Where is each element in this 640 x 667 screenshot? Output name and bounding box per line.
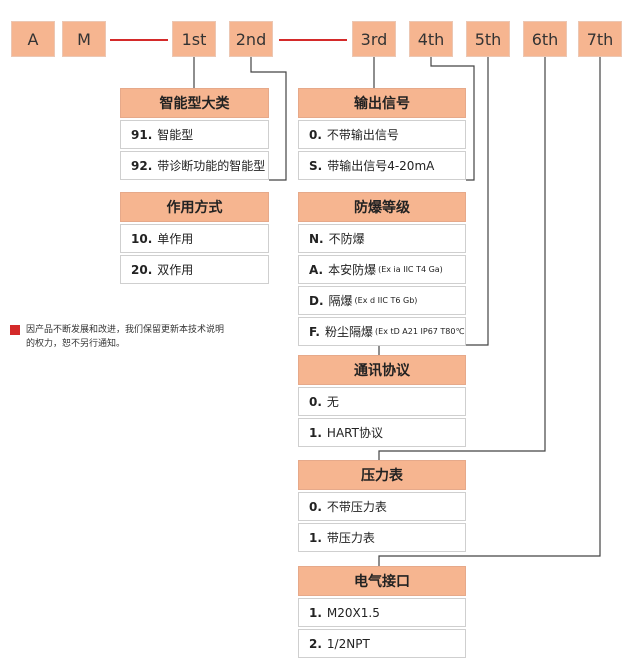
group-output-signal: 输出信号 0. 不带输出信号 S. 带输出信号4-20mA bbox=[298, 88, 466, 180]
option-row: 91. 智能型 bbox=[120, 120, 269, 149]
option-row: F. 粉尘隔爆(Ex tD A21 IP67 T80℃) bbox=[298, 317, 466, 346]
option-row: N. 不防爆 bbox=[298, 224, 466, 253]
code-box-4th: 4th bbox=[409, 21, 453, 57]
option-text: 不防爆 bbox=[328, 232, 365, 246]
option-code: 20. bbox=[131, 262, 153, 277]
option-code: F. bbox=[309, 324, 320, 339]
option-text: 不带输出信号 bbox=[326, 128, 399, 142]
option-text: 隔爆 bbox=[328, 294, 353, 308]
note-bullet-icon bbox=[10, 325, 20, 335]
connector-6th bbox=[378, 57, 546, 460]
option-row: 1. HART协议 bbox=[298, 418, 466, 447]
option-code: 0. bbox=[309, 394, 322, 409]
option-note: (Ex tD A21 IP67 T80℃) bbox=[375, 327, 466, 336]
option-row: 20. 双作用 bbox=[120, 255, 269, 284]
connector-2nd bbox=[250, 57, 287, 181]
option-text: HART协议 bbox=[326, 426, 383, 440]
option-code: 0. bbox=[309, 499, 322, 514]
group-explosion-level-title: 防爆等级 bbox=[298, 192, 466, 222]
option-text: 带压力表 bbox=[326, 531, 375, 545]
note-line-2: 的权力，恕不另行通知。 bbox=[26, 339, 126, 349]
group-comm-protocol: 通讯协议 0. 无 1. HART协议 bbox=[298, 355, 466, 447]
option-note: (Ex ia IIC T4 Ga) bbox=[378, 265, 443, 274]
option-row: A. 本安防爆(Ex ia IIC T4 Ga) bbox=[298, 255, 466, 284]
code-box-m: M bbox=[62, 21, 106, 57]
option-row: 0. 无 bbox=[298, 387, 466, 416]
option-text: 智能型 bbox=[157, 128, 194, 142]
option-code: A. bbox=[309, 262, 324, 277]
option-text: 带诊断功能的智能型 bbox=[157, 159, 266, 173]
option-code: 10. bbox=[131, 231, 153, 246]
option-note: (Ex d IIC T6 Gb) bbox=[354, 296, 418, 305]
code-box-1st: 1st bbox=[172, 21, 216, 57]
code-box-7th: 7th bbox=[578, 21, 622, 57]
code-box-a: A bbox=[11, 21, 55, 57]
option-text: M20X1.5 bbox=[326, 605, 380, 620]
option-text: 双作用 bbox=[157, 263, 194, 277]
note-line-1: 因产品不断发展和改进，我们保留更新本技术说明 bbox=[26, 325, 225, 335]
group-smart-type: 智能型大类 91. 智能型 92. 带诊断功能的智能型 bbox=[120, 88, 269, 180]
option-code: 91. bbox=[131, 127, 153, 142]
option-code: 2. bbox=[309, 636, 322, 651]
option-row: S. 带输出信号4-20mA bbox=[298, 151, 466, 180]
option-code: 1. bbox=[309, 605, 322, 620]
option-text: 不带压力表 bbox=[326, 500, 387, 514]
option-code: 1. bbox=[309, 530, 322, 545]
option-row: 1. M20X1.5 bbox=[298, 598, 466, 627]
option-code: 92. bbox=[131, 158, 153, 173]
option-row: 92. 带诊断功能的智能型 bbox=[120, 151, 269, 180]
option-row: 2. 1/2NPT bbox=[298, 629, 466, 658]
code-box-3rd: 3rd bbox=[352, 21, 396, 57]
group-electrical-interface-title: 电气接口 bbox=[298, 566, 466, 596]
code-box-6th: 6th bbox=[523, 21, 567, 57]
dash-separator-2 bbox=[279, 39, 347, 41]
code-box-2nd: 2nd bbox=[229, 21, 273, 57]
connector-7th bbox=[378, 57, 601, 566]
option-text: 单作用 bbox=[157, 232, 194, 246]
group-smart-type-title: 智能型大类 bbox=[120, 88, 269, 118]
group-explosion-level: 防爆等级 N.不防爆 A.本安防爆(Ex ia IIC T4 Ga) D.隔爆(… bbox=[298, 192, 466, 346]
connector-4th bbox=[430, 57, 475, 181]
option-text: 带输出信号4-20mA bbox=[327, 159, 435, 173]
group-comm-protocol-title: 通讯协议 bbox=[298, 355, 466, 385]
disclaimer-note: 因产品不断发展和改进，我们保留更新本技术说明 的权力，恕不另行通知。 bbox=[10, 323, 260, 351]
option-code: S. bbox=[309, 158, 323, 173]
group-electrical-interface: 电气接口 1. M20X1.5 2. 1/2NPT bbox=[298, 566, 466, 658]
option-row: 0. 不带压力表 bbox=[298, 492, 466, 521]
option-text: 1/2NPT bbox=[326, 636, 370, 651]
option-text: 粉尘隔爆 bbox=[325, 325, 374, 339]
group-pressure-gauge: 压力表 0. 不带压力表 1. 带压力表 bbox=[298, 460, 466, 552]
option-code: D. bbox=[309, 293, 324, 308]
group-action-mode: 作用方式 10. 单作用 20. 双作用 bbox=[120, 192, 269, 284]
option-text: 本安防爆 bbox=[328, 263, 377, 277]
option-code: 1. bbox=[309, 425, 322, 440]
option-code: N. bbox=[309, 231, 324, 246]
option-text: 无 bbox=[326, 395, 339, 409]
option-row: 0. 不带输出信号 bbox=[298, 120, 466, 149]
option-row: 1. 带压力表 bbox=[298, 523, 466, 552]
option-code: 0. bbox=[309, 127, 322, 142]
group-action-mode-title: 作用方式 bbox=[120, 192, 269, 222]
group-output-signal-title: 输出信号 bbox=[298, 88, 466, 118]
option-row: D. 隔爆(Ex d IIC T6 Gb) bbox=[298, 286, 466, 315]
code-box-5th: 5th bbox=[466, 21, 510, 57]
group-pressure-gauge-title: 压力表 bbox=[298, 460, 466, 490]
option-row: 10. 单作用 bbox=[120, 224, 269, 253]
dash-separator-1 bbox=[110, 39, 168, 41]
